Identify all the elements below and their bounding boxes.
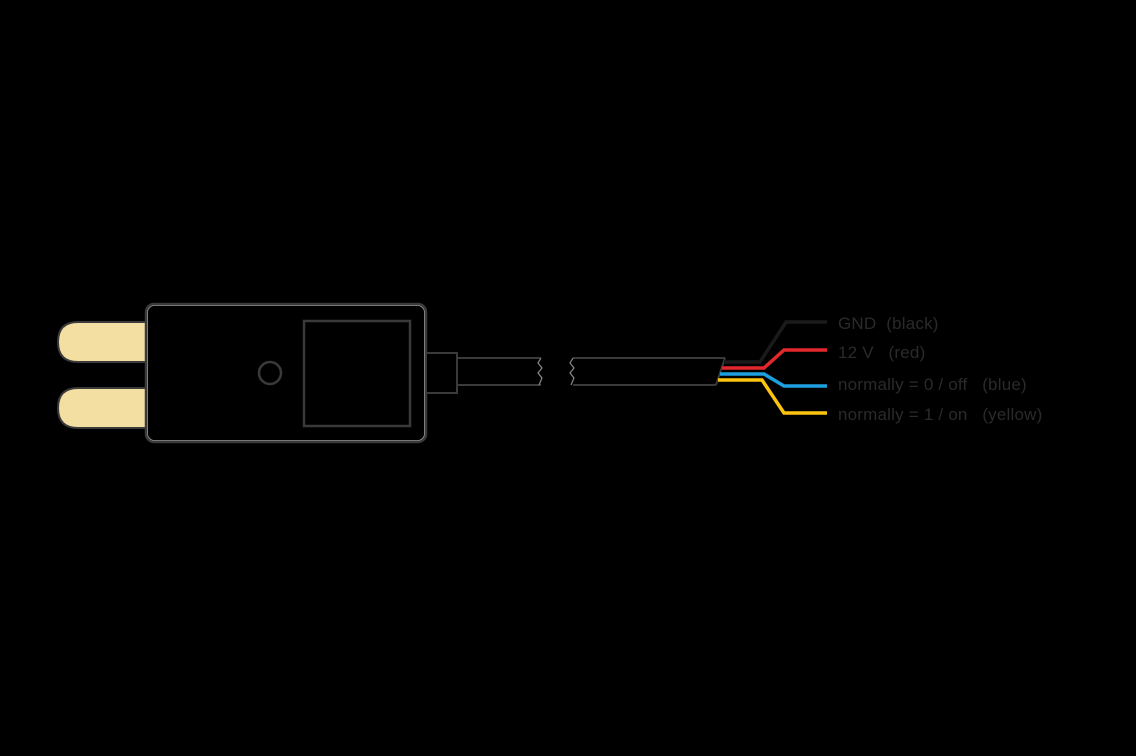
- wire-black: [724, 320, 827, 364]
- wire-label-12v: 12 V (red): [838, 343, 926, 362]
- wire-label-gnd: GND (black): [838, 314, 939, 333]
- plug-prongs: [56, 321, 149, 429]
- strain-relief: [425, 352, 458, 394]
- cable-segment-left: [457, 357, 543, 386]
- wire-blue: [720, 372, 827, 388]
- wire-red: [722, 348, 827, 370]
- wire-label-normally-off: normally = 0 / off (blue): [838, 375, 1027, 394]
- wire-yellow: [718, 378, 827, 415]
- display-window: [302, 319, 412, 428]
- led-indicator: [257, 360, 283, 386]
- cable-segment-right: [569, 357, 726, 386]
- wire-label-normally-on: normally = 1 / on (yellow): [838, 405, 1043, 424]
- wires: [718, 320, 827, 415]
